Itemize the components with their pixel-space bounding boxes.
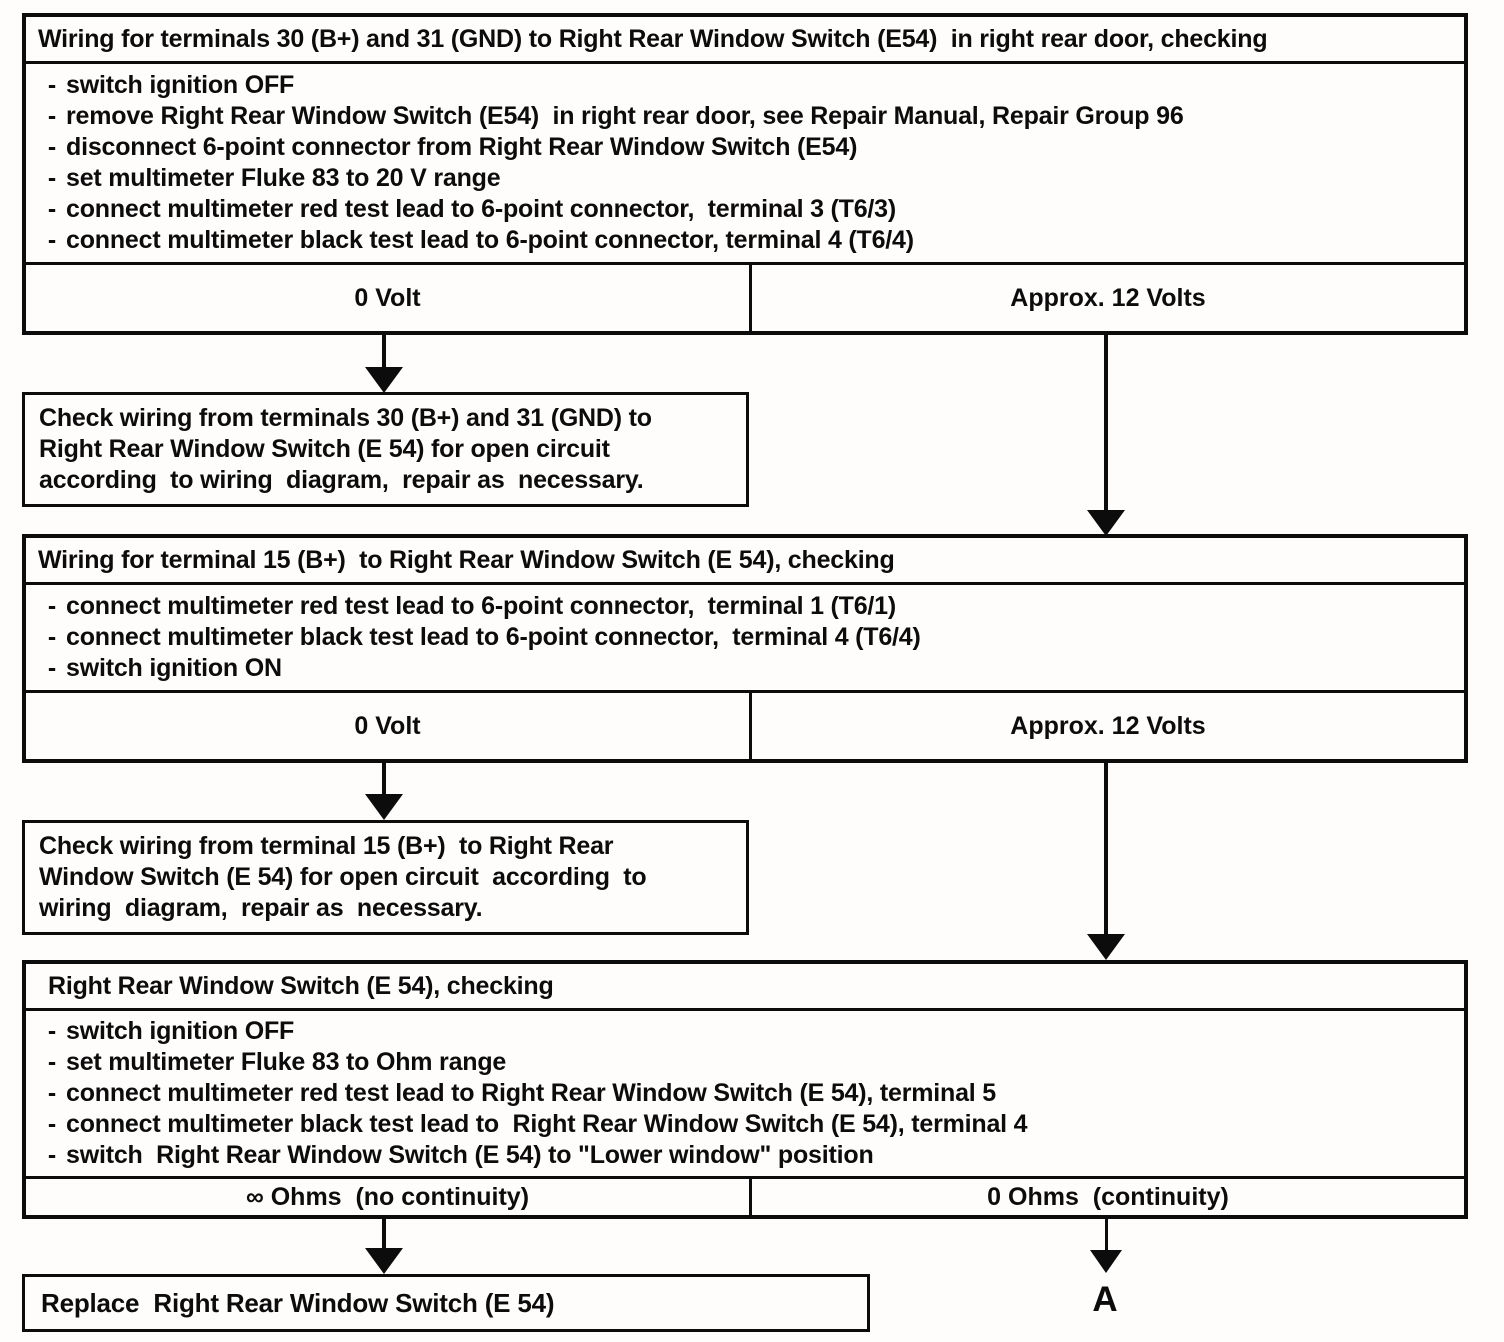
step2-results-row: 0 Volt Approx. 12 Volts [26, 690, 1464, 759]
result-cell-right: Approx. 12 Volts [752, 693, 1464, 759]
dash-marker: - [47, 1048, 57, 1076]
arrow-down-icon [365, 367, 403, 393]
dash-marker: - [47, 164, 57, 192]
flow-arrow [1086, 762, 1126, 960]
list-item: -connect multimeter black test lead to 6… [38, 225, 1464, 256]
flow-arrow [364, 1217, 404, 1274]
list-item-text: remove Right Rear Window Switch (E54) in… [66, 102, 1184, 130]
flow-arrow [1086, 1217, 1126, 1273]
result-cell-left: 0 Volt [26, 265, 752, 331]
arrow-down-icon [1090, 1250, 1122, 1273]
action-line: wiring diagram, repair as necessary. [39, 894, 483, 922]
list-item-text: connect multimeter red test lead to 6-po… [66, 195, 897, 223]
arrow-down-icon [1087, 934, 1125, 960]
step3-box: Right Rear Window Switch (E 54), checkin… [22, 960, 1468, 1219]
list-item-text: switch ignition OFF [66, 1017, 295, 1045]
list-item-text: switch ignition ON [66, 654, 282, 682]
list-item: -connect multimeter red test lead to Rig… [38, 1078, 1464, 1109]
dash-marker: - [47, 102, 57, 130]
action-line: according to wiring diagram, repair as n… [39, 466, 644, 494]
dash-marker: - [47, 623, 57, 651]
dash-marker: - [47, 71, 57, 99]
arrow-line [1104, 1217, 1108, 1250]
action-line: Check wiring from terminals 30 (B+) and … [39, 404, 652, 432]
list-item-text: connect multimeter black test lead to Ri… [66, 1110, 1028, 1138]
list-item-text: connect multimeter black test lead to 6-… [66, 623, 921, 651]
step2-box: Wiring for terminal 15 (B+) to Right Rea… [22, 534, 1468, 763]
arrow-down-icon [365, 794, 403, 820]
list-item-text: connect multimeter black test lead to 6-… [66, 226, 914, 254]
flow-arrow [1086, 335, 1126, 536]
dash-marker: - [47, 226, 57, 254]
dash-marker: - [47, 195, 57, 223]
step2-title: Wiring for terminal 15 (B+) to Right Rea… [26, 538, 1464, 585]
result-value: Approx. 12 Volts [1010, 711, 1206, 740]
result-value: 0 Ohms (continuity) [987, 1182, 1229, 1211]
result-cell-left: 0 Volt [26, 693, 752, 759]
list-item: -disconnect 6-point connector from Right… [38, 132, 1464, 163]
arrow-line [1104, 762, 1108, 934]
step3-procedure-list: -switch ignition OFF -set multimeter Flu… [26, 1011, 1464, 1176]
list-item: -switch Right Rear Window Switch (E 54) … [38, 1140, 1464, 1171]
dash-marker: - [47, 1110, 57, 1138]
step1-box: Wiring for terminals 30 (B+) and 31 (GND… [22, 13, 1468, 335]
list-item: -switch ignition ON [38, 653, 1464, 684]
arrow-line [1104, 335, 1108, 510]
list-item: -set multimeter Fluke 83 to 20 V range [38, 163, 1464, 194]
dash-marker: - [47, 1141, 57, 1169]
list-item: -switch ignition OFF [38, 1016, 1464, 1047]
action-line: Right Rear Window Switch (E 54) for open… [39, 435, 610, 463]
result-value: 0 Volt [354, 283, 421, 312]
action-line: Window Switch (E 54) for open circuit ac… [39, 863, 647, 891]
step1-results-row: 0 Volt Approx. 12 Volts [26, 262, 1464, 331]
list-item: -connect multimeter black test lead to R… [38, 1109, 1464, 1140]
list-item: -connect multimeter red test lead to 6-p… [38, 194, 1464, 225]
arrow-line [382, 1217, 386, 1248]
action2-box: Check wiring from terminal 15 (B+) to Ri… [22, 820, 749, 935]
flow-arrow [364, 762, 404, 820]
action1-box: Check wiring from terminals 30 (B+) and … [22, 392, 749, 507]
result-value: ∞ Ohms (no continuity) [245, 1182, 530, 1211]
dash-marker: - [47, 654, 57, 682]
arrow-line [382, 335, 386, 367]
result-cell-left: ∞ Ohms (no continuity) [26, 1179, 752, 1215]
result-value: Approx. 12 Volts [1010, 283, 1206, 312]
list-item: -connect multimeter red test lead to 6-p… [38, 591, 1464, 622]
replace-switch-box: Replace Right Rear Window Switch (E 54) [22, 1274, 870, 1332]
dash-marker: - [47, 133, 57, 161]
action-line: Check wiring from terminal 15 (B+) to Ri… [39, 832, 614, 860]
dash-marker: - [47, 1017, 57, 1045]
dash-marker: - [47, 592, 57, 620]
list-item-text: switch Right Rear Window Switch (E 54) t… [66, 1141, 874, 1169]
arrow-down-icon [1087, 510, 1125, 536]
result-value: 0 Volt [354, 711, 421, 740]
list-item: -remove Right Rear Window Switch (E54) i… [38, 101, 1464, 132]
step1-title: Wiring for terminals 30 (B+) and 31 (GND… [26, 17, 1464, 64]
step2-procedure-list: -connect multimeter red test lead to 6-p… [26, 585, 1464, 690]
list-item-text: set multimeter Fluke 83 to Ohm range [66, 1048, 507, 1076]
list-item-text: disconnect 6-point connector from Right … [66, 133, 858, 161]
arrow-line [382, 762, 386, 794]
replace-label: Replace Right Rear Window Switch (E 54) [41, 1287, 555, 1318]
step3-results-row: ∞ Ohms (no continuity) 0 Ohms (continuit… [26, 1176, 1464, 1215]
list-item: -set multimeter Fluke 83 to Ohm range [38, 1047, 1464, 1078]
result-cell-right: Approx. 12 Volts [752, 265, 1464, 331]
list-item: -connect multimeter black test lead to 6… [38, 622, 1464, 653]
list-item-text: connect multimeter red test lead to 6-po… [66, 592, 897, 620]
step3-title: Right Rear Window Switch (E 54), checkin… [26, 964, 1464, 1011]
result-cell-right: 0 Ohms (continuity) [752, 1179, 1464, 1215]
arrow-down-icon [365, 1248, 403, 1274]
step1-procedure-list: -switch ignition OFF -remove Right Rear … [26, 64, 1464, 262]
list-item-text: switch ignition OFF [66, 71, 295, 99]
dash-marker: - [47, 1079, 57, 1107]
list-item-text: connect multimeter red test lead to Righ… [66, 1079, 996, 1107]
connector-a-label: A [1092, 1280, 1118, 1319]
list-item-text: set multimeter Fluke 83 to 20 V range [66, 164, 501, 192]
flow-arrow [364, 335, 404, 393]
list-item: -switch ignition OFF [38, 70, 1464, 101]
